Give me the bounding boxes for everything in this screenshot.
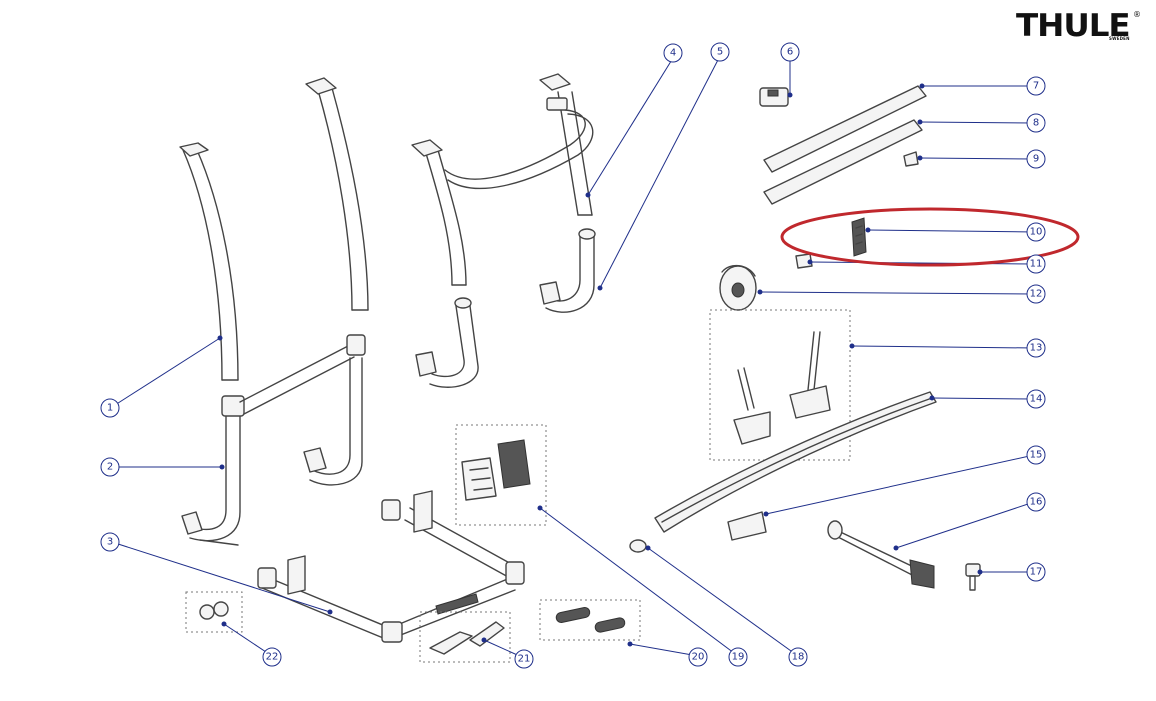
svg-text:11: 11: [1030, 259, 1043, 270]
svg-text:22: 22: [266, 652, 279, 663]
part-3-base-frame: [257, 490, 525, 643]
part-20-pads: [539, 599, 641, 641]
callout-21: 21: [514, 649, 534, 669]
svg-text:2: 2: [107, 462, 113, 473]
callout-22: 22: [262, 647, 282, 667]
svg-text:13: 13: [1030, 343, 1043, 354]
svg-text:1: 1: [107, 403, 113, 414]
svg-text:14: 14: [1030, 394, 1043, 405]
part-14-wheel-rail: [654, 391, 937, 533]
svg-text:21: 21: [518, 654, 531, 665]
callout-8: 8: [1026, 113, 1046, 133]
part-5-hook: [539, 228, 596, 313]
callout-14: 14: [1026, 389, 1046, 409]
svg-text:18: 18: [792, 652, 805, 663]
leader-lines: [114, 55, 1035, 659]
callout-1: 1: [100, 398, 120, 418]
leader-arrowheads: [217, 83, 983, 647]
brand-name: THULE: [1016, 8, 1131, 44]
part-10-ratchet: [851, 217, 867, 257]
callout-3: 3: [100, 532, 120, 552]
svg-text:12: 12: [1030, 289, 1043, 300]
part-21-brackets: [419, 611, 511, 663]
svg-text:3: 3: [107, 537, 113, 548]
svg-text:4: 4: [670, 48, 676, 59]
svg-text:9: 9: [1033, 154, 1039, 165]
svg-text:10: 10: [1030, 227, 1043, 238]
part-9-cap: [903, 151, 919, 167]
part-13-wheel-holders: [709, 309, 851, 461]
svg-text:20: 20: [692, 652, 705, 663]
svg-text:7: 7: [1033, 81, 1039, 92]
brand-tagline: SWEDEN: [1109, 36, 1130, 41]
center-upright-tube: [303, 77, 369, 486]
part-4-frame: [411, 73, 594, 286]
svg-text:15: 15: [1030, 450, 1043, 461]
part-2-bracket: [181, 334, 366, 546]
svg-text:8: 8: [1033, 118, 1039, 129]
callout-5: 5: [710, 42, 730, 62]
thule-logo: THULE ® SWEDEN: [1016, 8, 1141, 48]
callout-16: 16: [1026, 492, 1046, 512]
callout-19: 19: [728, 647, 748, 667]
part-12-tape-roll: [719, 265, 757, 311]
svg-text:5: 5: [717, 47, 723, 58]
callout-20: 20: [688, 647, 708, 667]
callout-9: 9: [1026, 149, 1046, 169]
svg-text:16: 16: [1030, 497, 1043, 508]
part-10-highlight: [780, 207, 1080, 267]
center-hook: [415, 297, 479, 388]
svg-text:17: 17: [1030, 567, 1043, 578]
part-19-plates: [455, 424, 547, 526]
callout-15: 15: [1026, 445, 1046, 465]
part-22-caps: [185, 591, 243, 633]
registered-mark: ®: [1133, 10, 1141, 19]
callout-18: 18: [788, 647, 808, 667]
callout-6: 6: [780, 42, 800, 62]
callout-11: 11: [1026, 254, 1046, 274]
part-1-upright-tube: [179, 142, 239, 381]
svg-text:19: 19: [732, 652, 745, 663]
part-18-clip: [629, 539, 647, 553]
part-17-key: [965, 563, 981, 591]
part-7-strap: [763, 85, 927, 173]
callout-7: 7: [1026, 76, 1046, 96]
callout-2: 2: [100, 457, 120, 477]
callout-13: 13: [1026, 338, 1046, 358]
svg-text:6: 6: [787, 47, 793, 58]
part-15-rail-clamp: [727, 511, 767, 541]
part-16-knob-bolt: [827, 520, 935, 589]
callout-17: 17: [1026, 562, 1046, 582]
callout-10: 10: [1026, 222, 1046, 242]
part-11-nut: [795, 253, 813, 269]
part-6-clip: [759, 87, 789, 107]
part-8-strap: [763, 119, 923, 205]
callout-4: 4: [663, 43, 683, 63]
callout-12: 12: [1026, 284, 1046, 304]
